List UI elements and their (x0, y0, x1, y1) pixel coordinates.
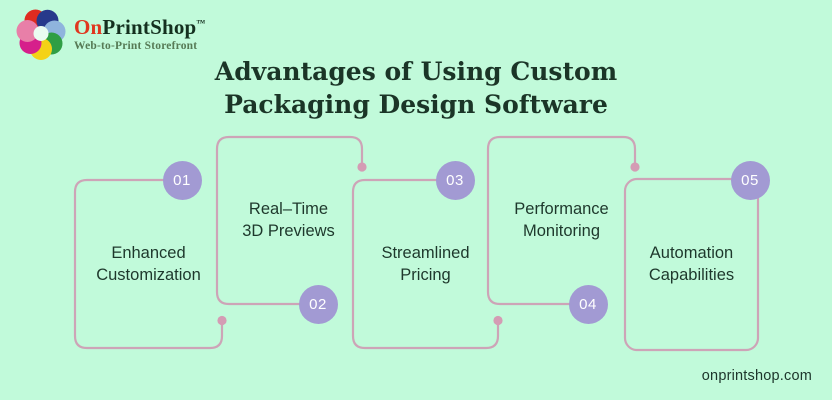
page-title: Advantages of Using Custom Packaging Des… (214, 57, 618, 119)
connector-dot-1 (217, 315, 227, 326)
connector-dot-3 (493, 315, 503, 326)
step-4-outline (486, 135, 637, 306)
brand-tagline: Web-to-Print Storefront (74, 39, 198, 52)
brand-name-printshop: PrintShop (102, 14, 197, 39)
logo-flower-icon (14, 6, 68, 62)
step-5-badge: 05 (730, 160, 770, 200)
step-5-label: Automation Capabilities (648, 244, 735, 284)
brand-name-on: On (74, 14, 103, 39)
step-2-label: Real–Time 3D Previews (242, 200, 335, 240)
step-1-outline (73, 178, 224, 350)
step-3-outline (351, 178, 500, 350)
step-2-outline (215, 135, 364, 306)
connector-dot-2 (357, 162, 367, 172)
step-5-outline (623, 177, 760, 352)
connector-dot-4 (630, 162, 640, 172)
trademark-symbol: ™ (196, 17, 206, 28)
logo-text: OnPrintShop™ Web-to-Print Storefront (74, 16, 206, 52)
onprintshop-logo: OnPrintShop™ Web-to-Print Storefront (14, 6, 206, 62)
brand-name: OnPrintShop™ (74, 16, 206, 38)
step-4-label: Performance Monitoring (514, 200, 609, 240)
logo-flower-svg (16, 9, 66, 60)
step-3-label: Streamlined Pricing (381, 244, 470, 284)
step-4-badge: 04 (568, 284, 608, 324)
step-1-badge: 01 (162, 160, 202, 200)
step-3-badge: 03 (435, 160, 475, 200)
step-2-badge: 02 (298, 284, 338, 324)
step-1-label: Enhanced Customization (96, 244, 201, 284)
website-url: onprintshop.com (701, 368, 812, 384)
